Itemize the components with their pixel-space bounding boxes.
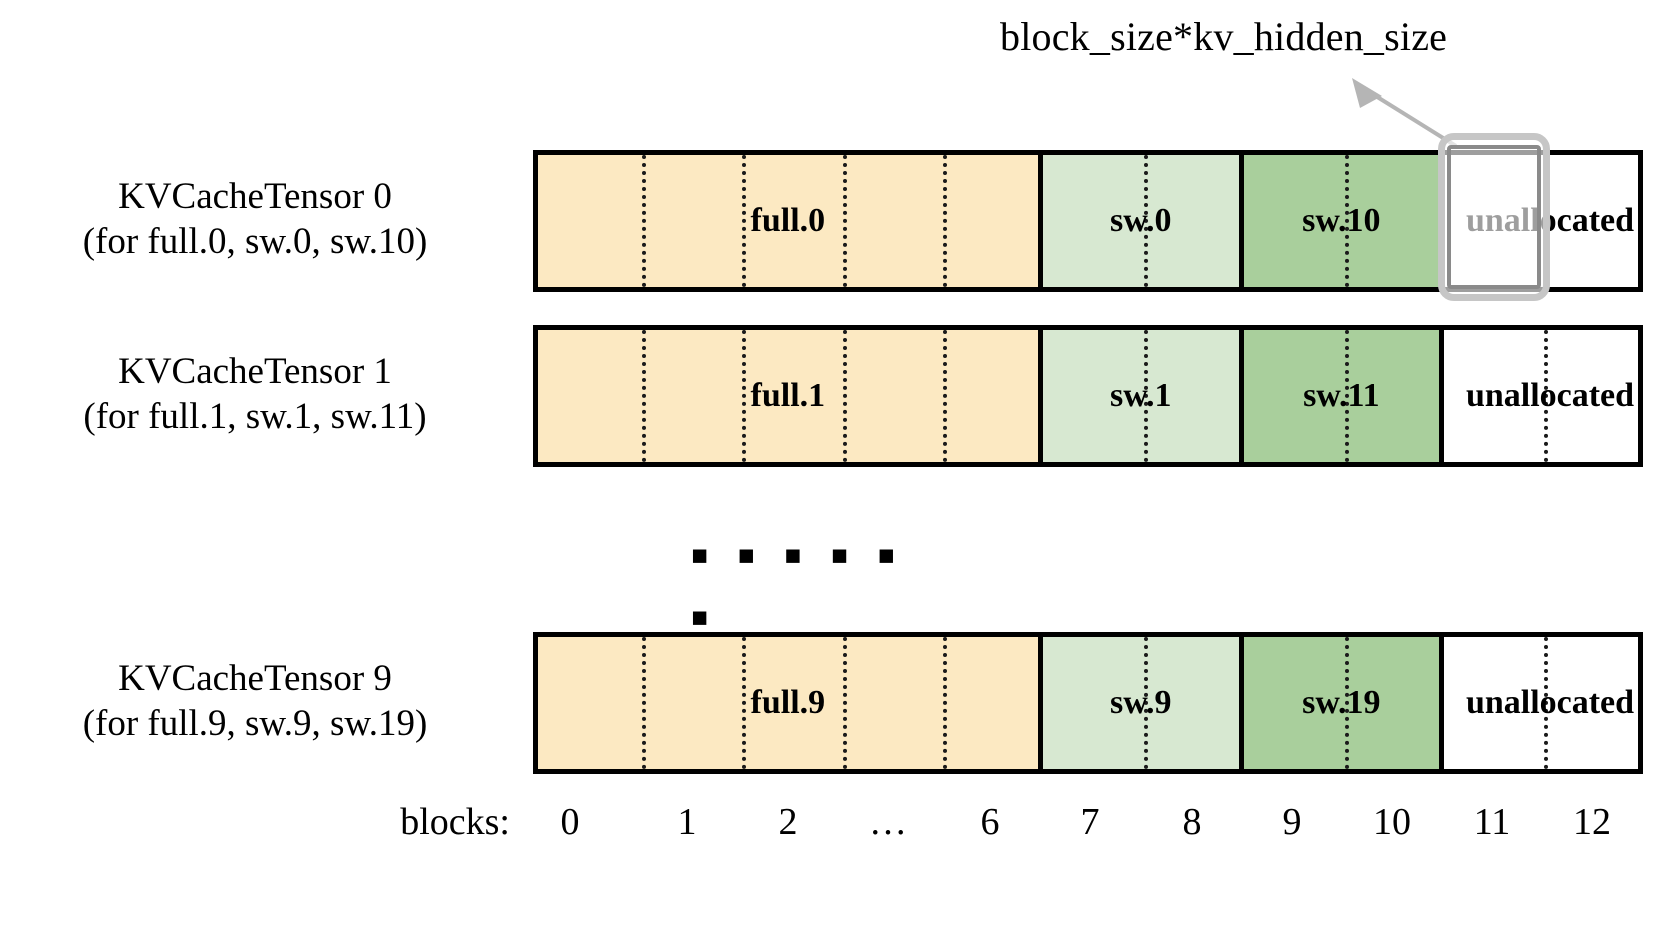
tensor-segment-full[interactable]: full.1 [538, 330, 1038, 462]
axis-tick-label: 12 [1573, 801, 1611, 843]
segment-label: sw.0 [1110, 201, 1172, 239]
block-divider [742, 637, 746, 769]
block-divider [843, 330, 847, 462]
segment-label: unallocated [1465, 376, 1635, 414]
block-divider [1143, 155, 1148, 287]
block-divider [843, 155, 847, 287]
tensor-name: KVCacheTensor 9 [118, 658, 392, 699]
block-divider [1344, 330, 1349, 462]
block-divider [843, 637, 847, 769]
block-divider [642, 637, 646, 769]
segment-label: sw.10 [1302, 201, 1381, 239]
tensor-row-label: KVCacheTensor 1(for full.1, sw.1, sw.11) [20, 349, 490, 439]
axis-tick-label: 7 [1080, 801, 1100, 843]
block-divider [742, 330, 746, 462]
axis-tick-label: 2 [778, 801, 798, 843]
block-divider [642, 155, 646, 287]
rows-ellipsis: ▪ ▪ ▪ ▪ ▪ ▪ [690, 525, 903, 647]
tensor-segment-sw_light[interactable]: sw.1 [1037, 330, 1239, 462]
tensor-segment-full[interactable]: full.0 [538, 155, 1038, 287]
block-divider [1543, 330, 1548, 462]
tensor-name: KVCacheTensor 0 [118, 176, 392, 217]
segment-label: sw.1 [1110, 376, 1172, 414]
tensor-row-label: KVCacheTensor 0(for full.0, sw.0, sw.10) [20, 174, 490, 264]
segment-label: unallocated [1465, 201, 1635, 239]
segment-label: full.9 [750, 683, 826, 721]
segment-label: sw.9 [1110, 683, 1172, 721]
segment-label: full.1 [750, 376, 826, 414]
axis-tick-label: 11 [1473, 801, 1511, 843]
tensor-segment-full[interactable]: full.9 [538, 637, 1038, 769]
axis-tick-label: 9 [1282, 801, 1302, 843]
axis-tick-label: … [869, 801, 907, 843]
tensor-contents: (for full.0, sw.0, sw.10) [82, 221, 428, 263]
segment-label: full.0 [750, 201, 826, 239]
axis-tick-label: 1 [677, 801, 697, 843]
block-divider [943, 637, 947, 769]
segment-label: sw.19 [1302, 683, 1381, 721]
block-divider [1143, 330, 1148, 462]
tensor-segment-unallocated[interactable]: unallocated [1438, 155, 1638, 287]
tensor-contents: (for full.1, sw.1, sw.11) [83, 396, 427, 438]
block-divider [742, 155, 746, 287]
tensor-contents: (for full.9, sw.9, sw.19) [82, 703, 428, 745]
block-divider [1143, 637, 1148, 769]
annotation-label: block_size*kv_hidden_size [1000, 14, 1448, 59]
kv-cache-tensor-bar: full.9 sw.9 sw.19 unallocated [533, 632, 1643, 774]
axis-title: blocks: [400, 801, 510, 843]
axis-tick-label: 6 [980, 801, 1000, 843]
kv-cache-tensor-bar: full.1 sw.1 sw.11 unallocated [533, 325, 1643, 467]
tensor-name: KVCacheTensor 1 [118, 351, 392, 392]
block-divider [1344, 637, 1349, 769]
tensor-segment-sw_light[interactable]: sw.9 [1037, 637, 1239, 769]
tensor-segment-sw_dark[interactable]: sw.11 [1238, 330, 1439, 462]
block-divider [1344, 155, 1349, 287]
tensor-segment-unallocated[interactable]: unallocated [1438, 330, 1638, 462]
tensor-segment-sw_dark[interactable]: sw.19 [1238, 637, 1439, 769]
axis-tick-label: 10 [1373, 801, 1411, 843]
segment-label: unallocated [1465, 683, 1635, 721]
axis-tick-label: 0 [560, 801, 580, 843]
axis-tick-label: 8 [1182, 801, 1202, 843]
block-divider [943, 155, 947, 287]
tensor-segment-sw_dark[interactable]: sw.10 [1238, 155, 1439, 287]
kv-cache-tensor-bar: full.0 sw.0 sw.10 unallocated [533, 150, 1643, 292]
block-divider [642, 330, 646, 462]
segment-label: sw.11 [1303, 376, 1380, 414]
tensor-segment-unallocated[interactable]: unallocated [1438, 637, 1638, 769]
tensor-row-label: KVCacheTensor 9(for full.9, sw.9, sw.19) [20, 656, 490, 746]
block-divider [943, 330, 947, 462]
block-divider [1543, 637, 1548, 769]
annotation-arrow-icon [1352, 78, 1458, 148]
tensor-segment-sw_light[interactable]: sw.0 [1037, 155, 1239, 287]
